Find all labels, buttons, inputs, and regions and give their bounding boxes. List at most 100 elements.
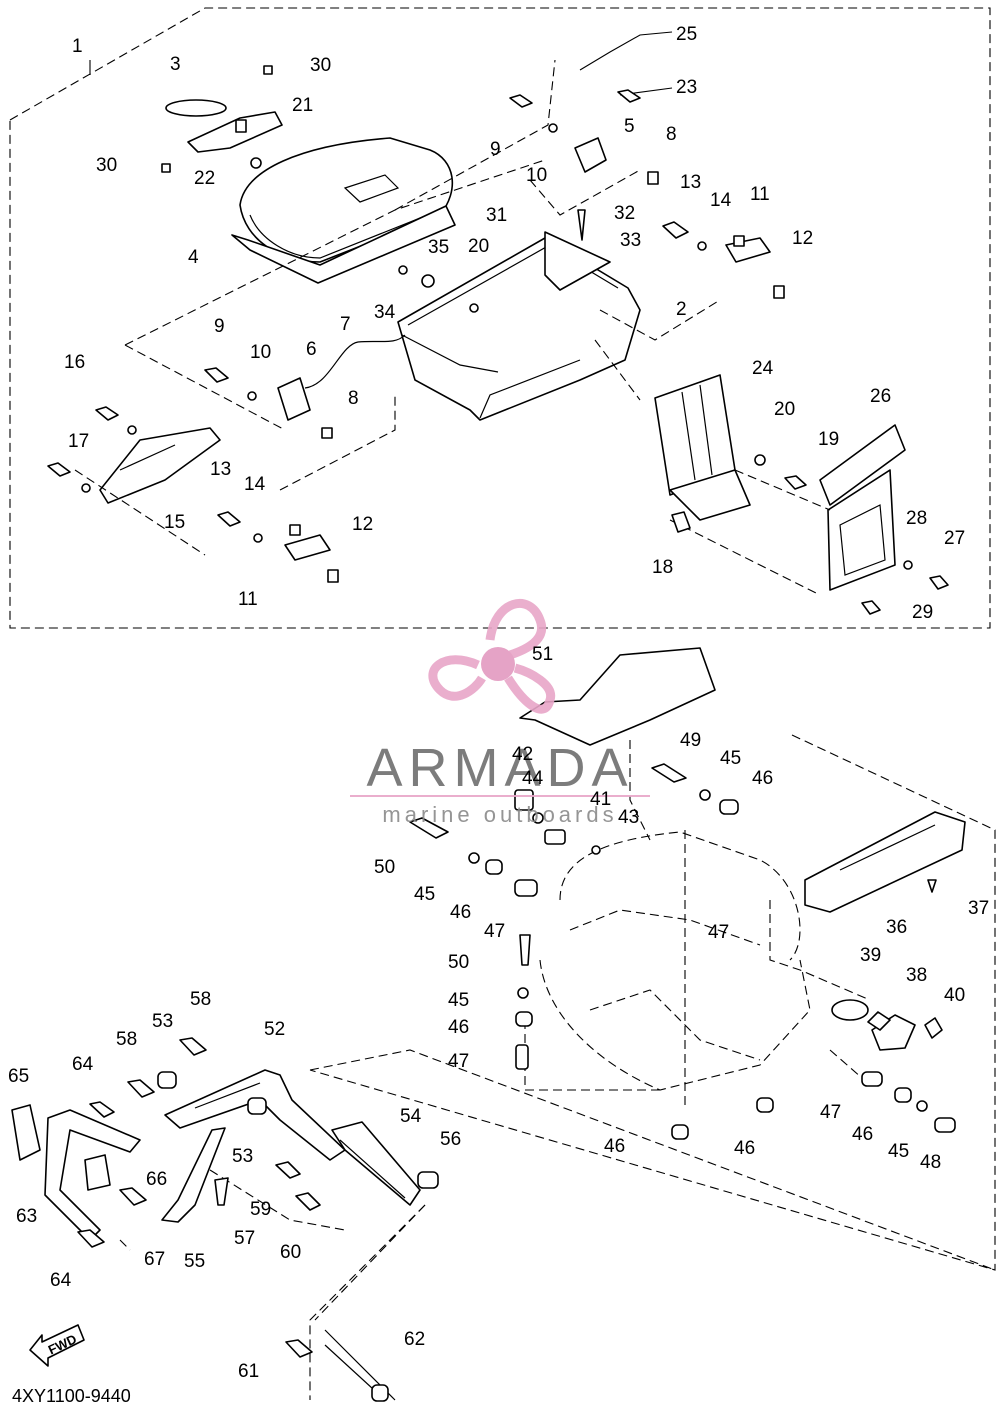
callout-label: 58 <box>116 1029 137 1050</box>
callout-label: 30 <box>96 155 117 176</box>
callout-label: 39 <box>860 945 881 966</box>
callout-label: 61 <box>238 1361 259 1382</box>
callout-label: 45 <box>720 748 741 769</box>
callout-label: 3 <box>170 54 181 75</box>
callout-label: 7 <box>340 314 351 335</box>
seat-pad <box>519 647 716 746</box>
frame-bracket <box>164 1069 346 1161</box>
callout-label: 63 <box>16 1206 37 1227</box>
lower-stay <box>331 1121 421 1206</box>
callout-label: 44 <box>522 768 544 789</box>
callout-label: 28 <box>906 508 927 529</box>
bracket-lower <box>284 524 339 583</box>
callout-label: 15 <box>164 512 185 533</box>
callout-label: 10 <box>250 342 271 363</box>
callout-label: 46 <box>604 1136 625 1157</box>
callout-label: 13 <box>210 459 231 480</box>
callout-label: 17 <box>68 431 89 452</box>
callout-label: 31 <box>486 205 507 226</box>
callout-label: 1 <box>72 36 83 57</box>
callout-label: 25 <box>676 24 697 45</box>
callout-label: 9 <box>214 316 225 337</box>
lock-plate <box>161 65 283 173</box>
callout-label: 45 <box>414 884 435 905</box>
callout-label: 46 <box>448 1017 469 1038</box>
callout-label: 53 <box>232 1146 253 1167</box>
hinge-assembly <box>277 334 406 439</box>
callout-label: 59 <box>250 1199 271 1220</box>
callout-label: 62 <box>404 1329 425 1350</box>
callout-label: 8 <box>666 124 677 145</box>
callout-label: 46 <box>450 902 471 923</box>
callout-label: 12 <box>792 228 813 249</box>
callout-label: 19 <box>818 429 839 450</box>
callout-label: 14 <box>710 190 732 211</box>
callout-label: 40 <box>944 985 965 1006</box>
callout-label: 46 <box>734 1138 755 1159</box>
callout-label: 53 <box>152 1011 173 1032</box>
saddlebag-lid <box>231 137 456 284</box>
callout-label: 56 <box>440 1129 461 1150</box>
callout-label: 14 <box>244 474 266 495</box>
callout-label: 20 <box>468 236 489 257</box>
callout-label: 26 <box>870 386 891 407</box>
callout-label: 58 <box>190 989 211 1010</box>
callout-label: 49 <box>680 730 701 751</box>
callout-label: 42 <box>512 744 533 765</box>
callout-label: 21 <box>292 95 313 116</box>
callout-label: 47 <box>820 1102 841 1123</box>
bracket-upper <box>725 235 785 299</box>
callout-label: 47 <box>484 921 505 942</box>
callout-label: 45 <box>448 990 469 1011</box>
callout-label: 45 <box>888 1141 909 1162</box>
callout-label: 24 <box>752 358 774 379</box>
callout-label: 20 <box>774 399 795 420</box>
callout-label: 16 <box>64 352 85 373</box>
propeller-blade-left <box>428 655 486 701</box>
callout-label: 11 <box>750 184 770 205</box>
callout-label: 9 <box>490 139 501 160</box>
callout-label: 5 <box>624 116 635 137</box>
callout-label: 6 <box>306 339 317 360</box>
callout-label: 32 <box>614 203 635 224</box>
callout-labels: 1 2 3 4 5 6 7 8 8 9 9 10 10 11 11 12 12 … <box>8 24 989 1382</box>
reflector-bracket <box>819 424 906 591</box>
callout-label: 57 <box>234 1228 255 1249</box>
part-code: 4XY1100-9440 <box>12 1386 131 1406</box>
callout-label: 22 <box>194 168 215 189</box>
callout-label: 50 <box>374 857 395 878</box>
callout-label: 27 <box>944 528 965 549</box>
support-arm <box>161 1127 226 1223</box>
watermark-brand: ARMADA <box>366 738 633 798</box>
propeller-blade-top <box>485 599 547 660</box>
callout-label: 13 <box>680 172 701 193</box>
callout-label: 37 <box>968 898 989 919</box>
rear-case-outline <box>539 830 811 1110</box>
upper-leaders <box>74 31 831 596</box>
callout-label: 8 <box>348 388 359 409</box>
callout-label: 11 <box>238 589 258 610</box>
fwd-arrow: FWD <box>29 1324 85 1367</box>
callout-label: 47 <box>708 922 729 943</box>
callout-label: 43 <box>618 807 639 828</box>
callout-label: 52 <box>264 1019 285 1040</box>
callout-label: 41 <box>590 789 611 810</box>
propeller-hub <box>481 647 515 681</box>
callout-label: 30 <box>310 55 331 76</box>
callout-label: 2 <box>676 299 687 320</box>
watermark-tagline: marine outboards <box>382 802 617 827</box>
callout-label: 64 <box>50 1270 72 1291</box>
callout-label: 66 <box>146 1169 167 1190</box>
callout-label: 36 <box>886 917 907 938</box>
callout-label: 38 <box>906 965 927 986</box>
side-bracket <box>99 427 221 504</box>
latch <box>574 137 659 185</box>
callout-label: 64 <box>72 1054 94 1075</box>
callout-label: 23 <box>676 77 697 98</box>
saddlebag-case <box>397 231 641 421</box>
callout-label: 46 <box>852 1124 873 1145</box>
armada-watermark: ARMADA marine outboards <box>350 599 650 827</box>
callout-label: 65 <box>8 1066 29 1087</box>
callout-label: 29 <box>912 602 933 623</box>
